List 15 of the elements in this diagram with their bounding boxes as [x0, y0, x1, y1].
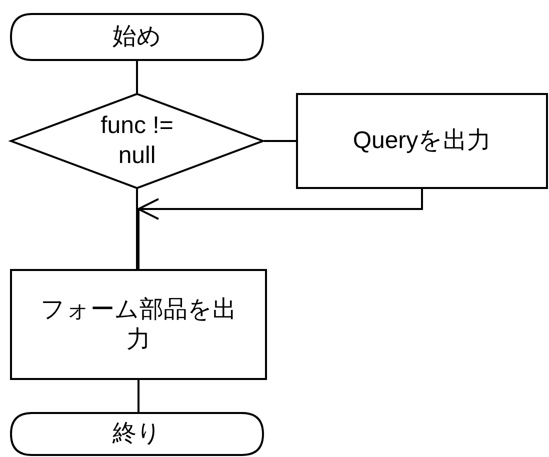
- terminal-shape: [10, 412, 264, 456]
- process-box: [296, 93, 548, 189]
- node-label: Queryを出力: [352, 126, 492, 156]
- arrow: [136, 188, 423, 270]
- node-label: フォーム部品を出力: [40, 294, 238, 354]
- process-box: [10, 269, 267, 380]
- connector-line: [138, 380, 140, 412]
- node-label: func != null: [100, 111, 174, 171]
- connector-line: [136, 61, 138, 93]
- connector-line: [136, 189, 138, 269]
- node-label: 始め: [112, 22, 162, 52]
- node-label: 終り: [112, 419, 162, 449]
- terminal-shape: [10, 13, 264, 61]
- connector-line: [264, 140, 296, 142]
- decision-diamond: [10, 93, 264, 189]
